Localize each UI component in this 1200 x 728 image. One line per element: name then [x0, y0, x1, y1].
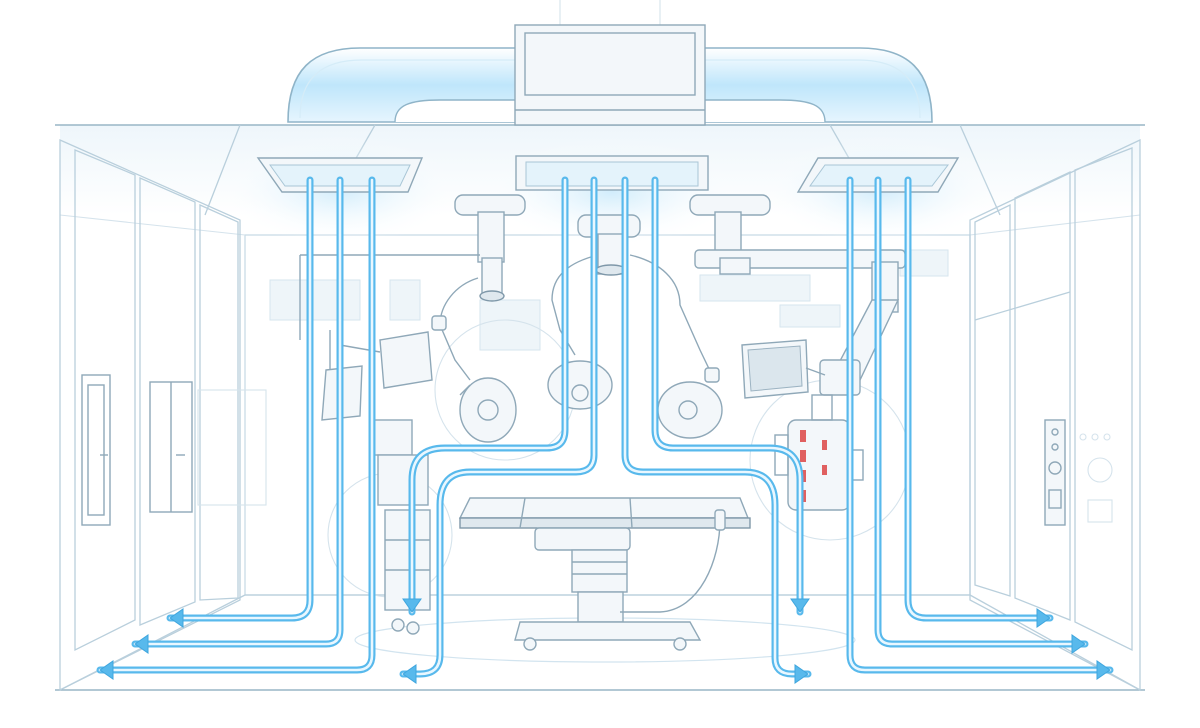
- anesthesia-cart: [369, 419, 431, 635]
- airflow-line-core: [876, 178, 1087, 646]
- right-wall: [969, 138, 1141, 692]
- airflow-line-core: [133, 178, 342, 646]
- airflow-line-core: [653, 178, 802, 614]
- surgical-equipment: [299, 194, 1113, 651]
- airflow-stream: [874, 176, 1089, 654]
- surgical-light-center: [547, 214, 723, 439]
- airflow-line-core: [848, 178, 1112, 672]
- airflow-arrow-icon: [134, 634, 149, 654]
- airflow-arrow-icon: [1036, 608, 1051, 628]
- airflow-line-core: [410, 178, 567, 614]
- airflow-stream: [399, 176, 598, 684]
- airflow-arrow-icon: [790, 598, 810, 613]
- airflow-arrow-icon: [1096, 660, 1111, 680]
- airflow-arrow-icon: [402, 598, 422, 613]
- surgical-light-icon: [459, 377, 517, 443]
- airflow-stream: [621, 176, 812, 684]
- airflow-line-core: [906, 178, 1052, 620]
- air-handling-unit: [514, 0, 706, 126]
- airflow-line: [904, 176, 1054, 622]
- air-supply-system: [220, 0, 1000, 247]
- airflow-paths: [96, 176, 1114, 684]
- air-supply-diffuser-center: [482, 137, 742, 247]
- airflow-stream: [131, 176, 344, 654]
- airflow-stream: [846, 176, 1114, 680]
- monitor-icon: [741, 339, 826, 399]
- wall-control-panel-icon: [1044, 419, 1113, 526]
- airflow-arrow-icon: [794, 664, 809, 684]
- airflow-stream: [96, 176, 376, 680]
- airflow-arrow-icon: [99, 660, 114, 680]
- airflow-arrow-icon: [169, 608, 184, 628]
- airflow-line-core: [623, 178, 810, 676]
- airflow-line-core: [401, 178, 596, 676]
- airflow-stream: [904, 176, 1054, 628]
- airflow-arrow-icon: [402, 664, 417, 684]
- operating-table-icon: [458, 497, 751, 651]
- airflow-line-core: [168, 178, 312, 620]
- airflow-stream: [651, 176, 810, 616]
- airflow-stream: [402, 176, 569, 616]
- airflow-line-core: [98, 178, 374, 672]
- left-wall: [59, 138, 267, 692]
- airflow-line: [96, 176, 376, 674]
- surgical-light-icon: [657, 381, 723, 439]
- surgical-light-left: [299, 194, 526, 443]
- back-wall-panels: [269, 249, 949, 598]
- airflow-arrow-icon: [1071, 634, 1086, 654]
- airflow-stream: [166, 176, 314, 628]
